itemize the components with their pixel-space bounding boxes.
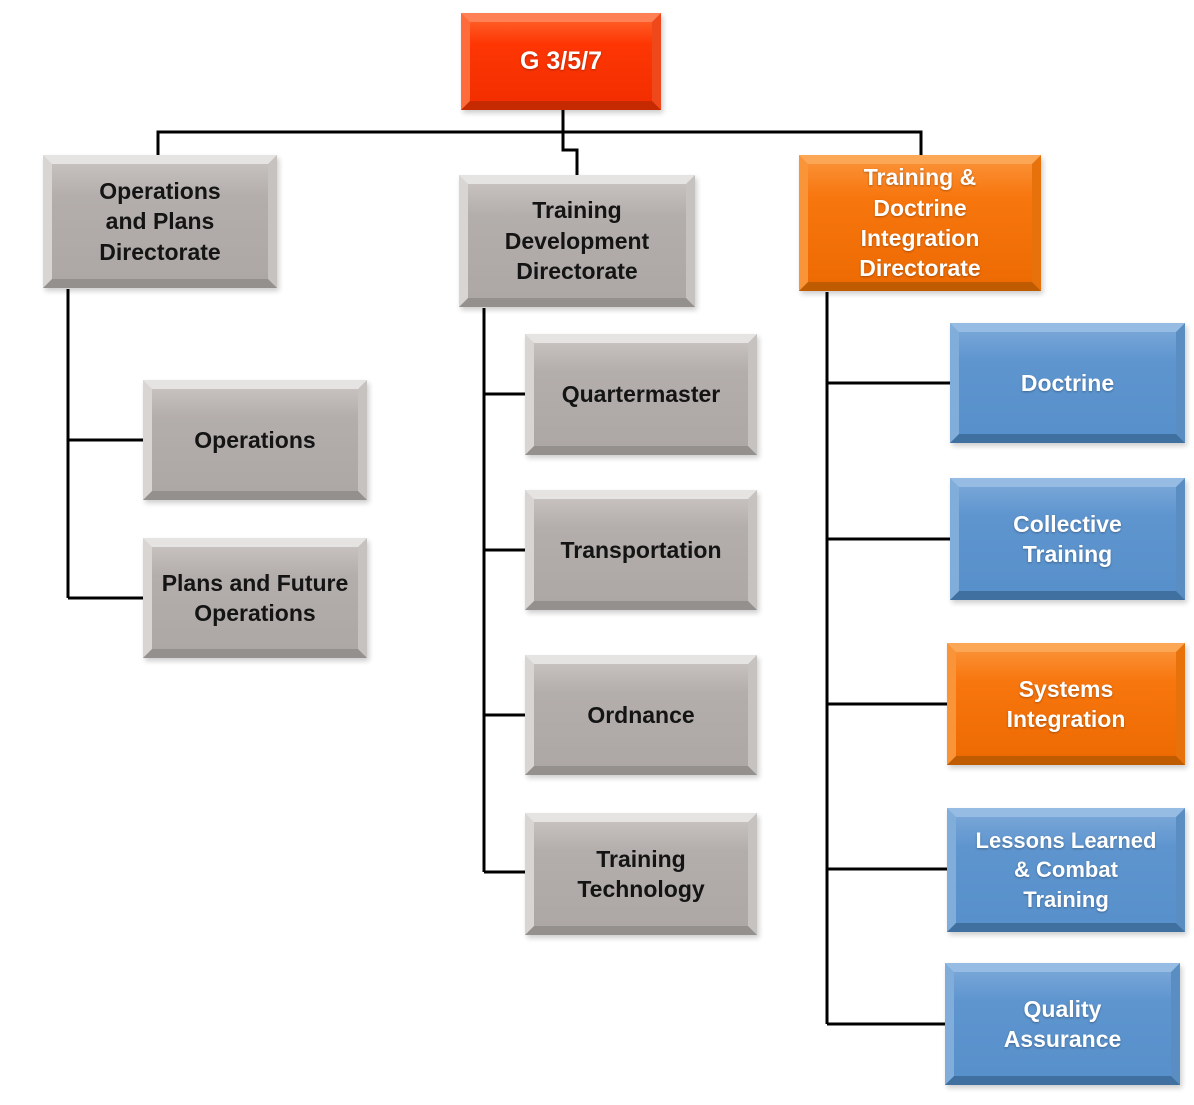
- node-training-doctrine-integration-directorate: Training & Doctrine Integration Director…: [799, 155, 1041, 291]
- node-quartermaster: Quartermaster: [525, 334, 757, 455]
- node-label: Quartermaster: [561, 381, 721, 408]
- node-systems-integration: Systems Integration: [947, 643, 1185, 765]
- node-label: Lessons Learned & Combat Training: [975, 828, 1157, 912]
- connector-root-trunk: [156, 130, 923, 156]
- node-label: Training Technology: [577, 845, 705, 902]
- node-transportation: Transportation: [525, 490, 757, 610]
- node-label: Quality Assurance: [1003, 995, 1122, 1052]
- node-training-development-directorate: Training Development Directorate: [459, 175, 695, 307]
- node-lessons-learned-combat-training: Lessons Learned & Combat Training: [947, 808, 1185, 932]
- node-collective-training: Collective Training: [950, 478, 1185, 600]
- node-label: Ordnance: [587, 701, 695, 728]
- connector-root-to-training-dev: [561, 110, 579, 176]
- node-operations: Operations: [143, 380, 367, 500]
- node-g-3-5-7: G 3/5/7: [461, 13, 661, 110]
- node-label: Transportation: [560, 536, 722, 563]
- node-label: Operations: [194, 426, 316, 453]
- node-training-technology: Training Technology: [525, 813, 757, 935]
- node-label: Training & Doctrine Integration Director…: [859, 164, 981, 282]
- node-ordnance: Ordnance: [525, 655, 757, 775]
- node-operations-and-plans-directorate: Operations and Plans Directorate: [43, 155, 277, 288]
- node-label: Operations and Plans Directorate: [99, 177, 221, 265]
- node-label: Plans and Future Operations: [161, 569, 349, 626]
- node-label: Collective Training: [1013, 510, 1122, 567]
- node-quality-assurance: Quality Assurance: [945, 963, 1180, 1085]
- node-plans-and-future-operations: Plans and Future Operations: [143, 538, 367, 658]
- node-label: Training Development Directorate: [504, 197, 650, 285]
- node-label: Doctrine: [1020, 369, 1115, 396]
- node-label: G 3/5/7: [520, 47, 602, 75]
- node-label: Systems Integration: [1006, 675, 1126, 732]
- node-doctrine: Doctrine: [950, 323, 1185, 443]
